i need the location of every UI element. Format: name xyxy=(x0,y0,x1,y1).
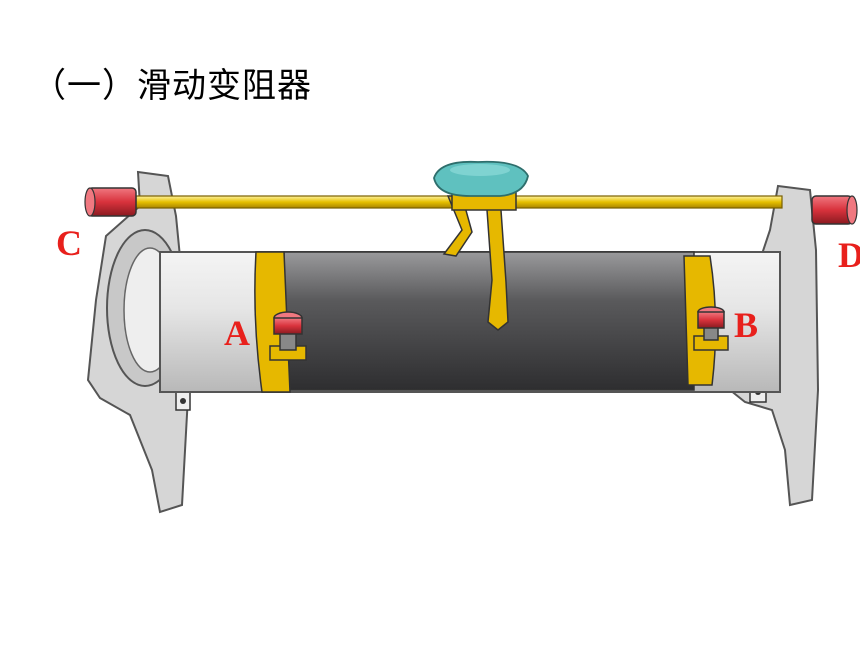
label-d: D xyxy=(838,235,860,275)
terminal-b[interactable] xyxy=(693,306,729,351)
terminal-d[interactable] xyxy=(811,195,858,225)
label-b: B xyxy=(734,305,759,345)
terminal-c[interactable] xyxy=(84,187,137,217)
slider[interactable] xyxy=(433,160,529,331)
label-c: C xyxy=(56,223,82,263)
terminal-a[interactable] xyxy=(269,311,307,361)
page-title: （一）滑动变阻器 xyxy=(32,66,312,106)
label-a: A xyxy=(224,313,250,353)
